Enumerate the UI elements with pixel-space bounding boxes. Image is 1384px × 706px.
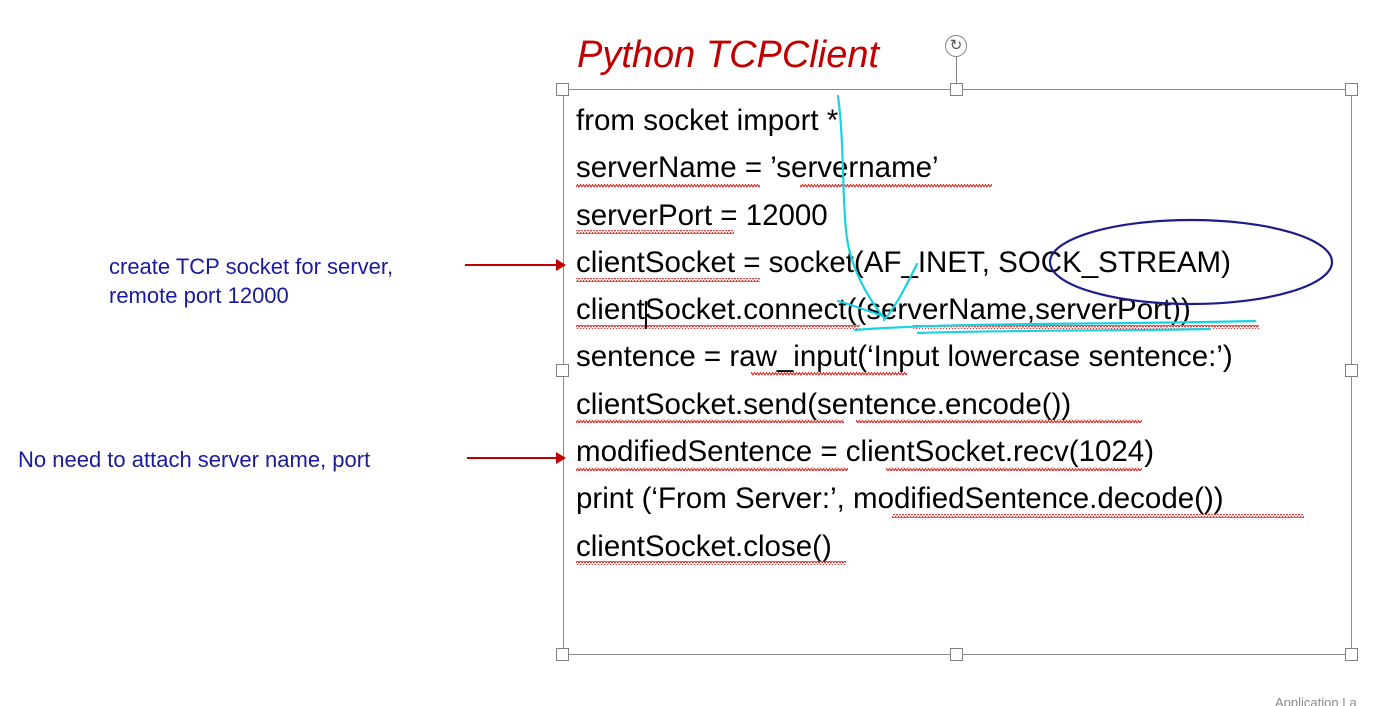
annotation-socket-line1: create TCP socket for server, — [109, 254, 394, 279]
annotation-recv-arrow — [467, 452, 566, 464]
code-line-send: clientSocket.send(sentence.encode()) — [576, 387, 1072, 421]
code-line-serverport: serverPort = 12000 — [576, 198, 828, 232]
resize-handle-top-right[interactable] — [1345, 83, 1358, 96]
annotation-socket-arrow — [465, 259, 566, 271]
resize-handle-bottom-right[interactable] — [1345, 648, 1358, 661]
slide-footer: Application La — [1275, 695, 1357, 706]
annotation-recv: No need to attach server name, port — [18, 447, 371, 472]
code-block[interactable]: from socket import * serverName = ’serve… — [576, 101, 1346, 574]
code-line-close: clientSocket.close() — [576, 529, 832, 563]
code-line-recv: modifiedSentence = clientSocket.recv(102… — [576, 435, 1155, 469]
code-line-connect: clientSocket.connect((serverName,serverP… — [576, 293, 1191, 327]
code-line-socket: clientSocket = socket(AF_INET, SOCK_STRE… — [576, 245, 1231, 279]
resize-handle-middle-left[interactable] — [556, 364, 569, 377]
annotation-socket-line2: remote port 12000 — [109, 283, 289, 308]
code-line-servername: serverName = ’servername’ — [576, 151, 939, 185]
rotate-handle-icon[interactable]: ↻ — [945, 35, 967, 57]
resize-handle-top-left[interactable] — [556, 83, 569, 96]
resize-handle-top-center[interactable] — [950, 83, 963, 96]
code-line-input: sentence = raw_input(‘Input lowercase se… — [576, 340, 1233, 374]
code-line-import: from socket import * — [576, 104, 839, 137]
resize-handle-bottom-left[interactable] — [556, 648, 569, 661]
annotation-socket: create TCP socket for server, remote por… — [109, 252, 393, 310]
slide-title: Python TCPClient — [577, 34, 880, 76]
resize-handle-bottom-center[interactable] — [950, 648, 963, 661]
rotate-handle-stem — [956, 57, 957, 84]
code-line-print: print (‘From Server:’, modifiedSentence.… — [576, 482, 1224, 516]
resize-handle-middle-right[interactable] — [1345, 364, 1358, 377]
